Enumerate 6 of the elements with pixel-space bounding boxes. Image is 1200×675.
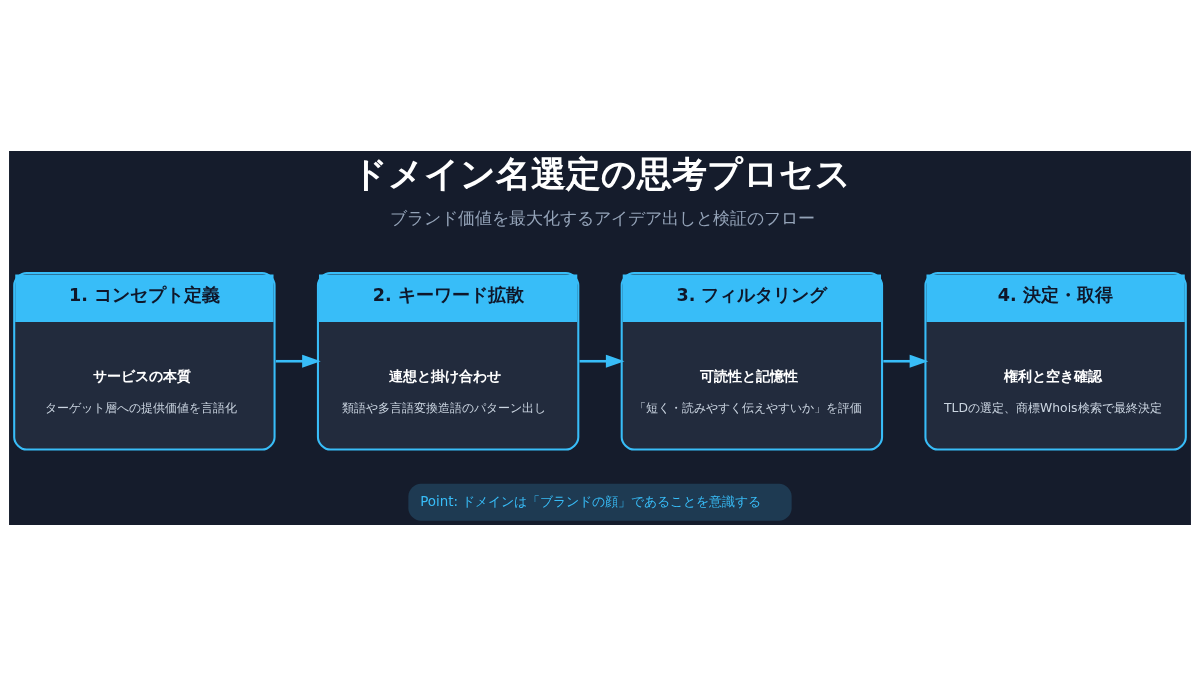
arrow (579, 354, 625, 368)
arrow (275, 354, 321, 368)
arrow (883, 354, 929, 368)
label: ブランド価値を最大化するアイデア出しと検証のフロー (390, 208, 816, 228)
diagram-title: ドメイン名選定の思考プロセス (352, 152, 852, 194)
label: Point: ドメインは「ブランドの顔」であることを意識する (420, 493, 762, 509)
